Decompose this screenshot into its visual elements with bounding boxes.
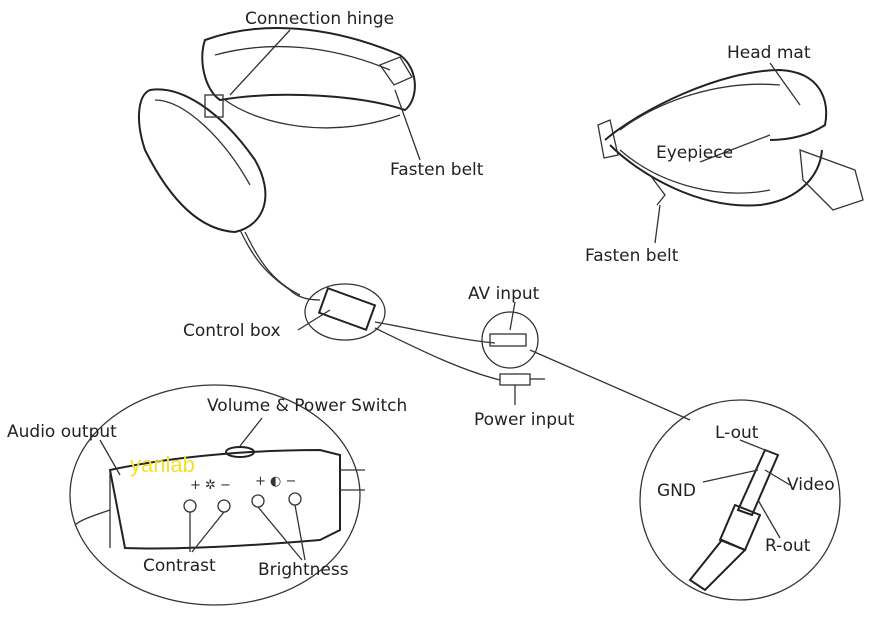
watermark: yanlab <box>130 452 195 477</box>
headset-front-illustration <box>138 27 416 301</box>
label-l-out: L-out <box>715 423 759 443</box>
label-contrast: Contrast <box>143 556 216 576</box>
label-brightness: Brightness <box>258 560 349 580</box>
label-fasten-belt-left: Fasten belt <box>390 160 484 180</box>
label-audio-output: Audio output <box>7 422 117 442</box>
label-control-box: Control box <box>183 321 281 341</box>
label-head-mat: Head mat <box>727 43 811 63</box>
label-av-input: AV input <box>468 284 540 304</box>
av-jack-detail-illustration <box>639 399 841 601</box>
headset-side-illustration <box>597 68 864 211</box>
label-video: Video <box>787 475 835 495</box>
label-volume-power-switch: Volume & Power Switch <box>207 396 407 416</box>
label-connection-hinge: Connection hinge <box>245 9 394 29</box>
leader-lines <box>229 29 801 405</box>
label-r-out: R-out <box>765 536 811 556</box>
label-eyepiece: Eyepiece <box>656 143 733 163</box>
label-power-input: Power input <box>474 410 575 430</box>
control-box-detail-illustration <box>69 384 365 606</box>
label-gnd: GND <box>657 481 696 501</box>
contrast-marks: + ✲ − <box>190 478 231 493</box>
label-fasten-belt-right: Fasten belt <box>585 246 679 266</box>
brightness-marks: + ◐ − <box>255 474 296 489</box>
control-box-illustration <box>304 283 691 421</box>
